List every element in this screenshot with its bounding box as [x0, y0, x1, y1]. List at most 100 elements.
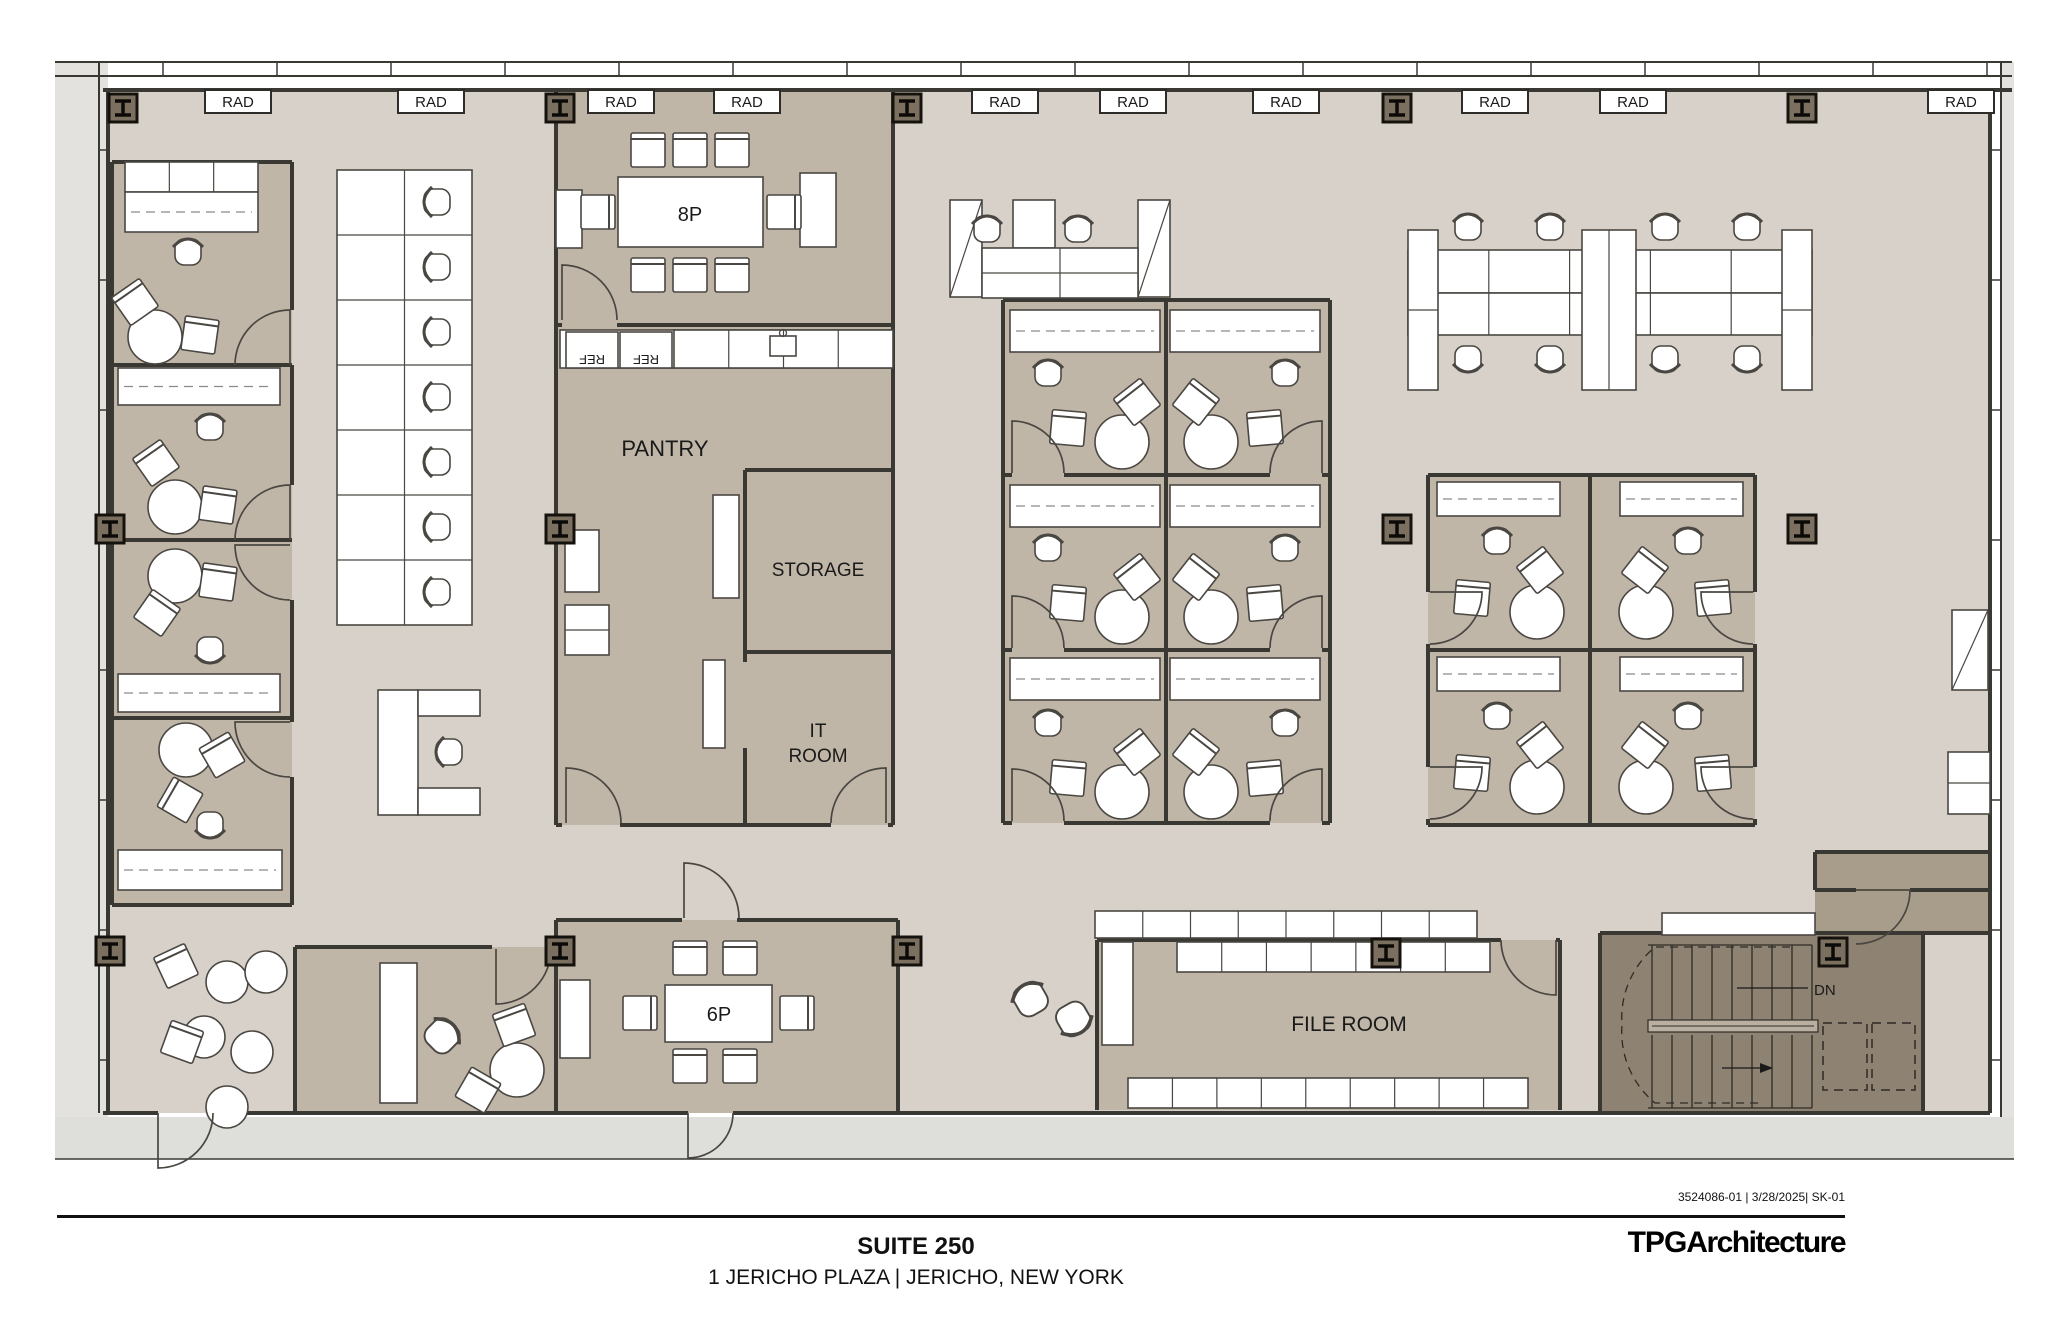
furniture-rect	[559, 979, 591, 1059]
square-chair	[1245, 408, 1285, 448]
chair-seat	[1048, 758, 1088, 798]
chair-seat	[1172, 553, 1220, 601]
square-chair	[766, 194, 802, 230]
chair-seat	[1245, 408, 1285, 448]
ibeam-glyph	[1794, 520, 1810, 538]
region-room-it	[745, 652, 893, 825]
chair-seat	[766, 194, 802, 230]
chair-seat	[491, 1002, 537, 1048]
chair-back	[433, 1017, 461, 1045]
task-chair	[1061, 214, 1095, 243]
task-chair	[1031, 533, 1065, 562]
door-swing	[1855, 889, 1911, 945]
chair-back	[1671, 526, 1705, 538]
task-chair	[1268, 358, 1302, 387]
rad-label: RAD	[731, 94, 763, 111]
chair-back	[201, 736, 232, 755]
furniture-rect	[1436, 481, 1561, 517]
task-chair	[422, 315, 451, 349]
stair-arrow-head	[1760, 1063, 1773, 1073]
label-ref: REF	[579, 352, 605, 367]
cabinet-diagonal	[1951, 609, 1989, 691]
chair-back	[193, 412, 227, 424]
door-swing	[234, 484, 291, 541]
rad-box	[713, 89, 781, 114]
chair-back	[422, 315, 434, 349]
square-chair	[111, 278, 159, 326]
stair-walk-line	[1621, 946, 1790, 1104]
lounge-pouf	[230, 1030, 274, 1074]
region-vestibule	[1815, 852, 1990, 933]
sheet-info: 3524086-01 | 3/28/2025| SK-01	[1677, 1190, 1845, 1204]
task-chair	[970, 214, 1004, 243]
square-chair	[159, 1019, 205, 1065]
square-chair	[1172, 378, 1220, 426]
chair-back	[193, 828, 227, 840]
furniture	[111, 132, 1991, 1129]
door-swing	[561, 264, 618, 321]
rad-box	[397, 89, 465, 114]
chair-back	[422, 380, 434, 414]
ibeam-glyph	[1378, 944, 1394, 962]
furniture-rect	[1127, 1077, 1529, 1109]
ibeam-glyph	[102, 520, 118, 538]
door-swing	[234, 309, 291, 366]
chair-seat	[1113, 378, 1161, 426]
square-chair	[133, 589, 181, 637]
round-table	[489, 1042, 545, 1098]
chair-back	[1060, 1014, 1094, 1037]
dashed-future-rect	[1822, 1022, 1868, 1091]
square-chair	[1621, 546, 1669, 594]
chair-back	[1648, 212, 1682, 224]
ibeam-glyph	[1794, 99, 1810, 117]
column-marker-icon	[544, 935, 576, 967]
label-6p: 6P	[707, 1004, 731, 1026]
chair-seat	[111, 278, 159, 326]
door-swing	[830, 767, 887, 824]
rad-label: RAD	[605, 94, 637, 111]
column-marker-icon	[1786, 92, 1818, 124]
task-chair	[423, 1017, 461, 1055]
square-chair	[1621, 721, 1669, 769]
door-swing	[1429, 591, 1483, 645]
cabinet-diagonal	[949, 199, 983, 298]
furniture-rect	[1012, 199, 1056, 249]
chair-back	[1695, 759, 1730, 765]
chair-back	[970, 214, 1004, 226]
cabinet-diagonal	[1137, 199, 1171, 298]
label-dn: DN	[1814, 982, 1836, 999]
furniture-rect	[769, 335, 797, 357]
task-chair	[422, 575, 451, 609]
chair-back	[1671, 701, 1705, 713]
round-table	[1183, 414, 1239, 470]
round-table	[1094, 589, 1150, 645]
chair-back	[1480, 701, 1514, 713]
furniture-rect	[565, 331, 619, 369]
columns	[94, 92, 1849, 969]
chair-seat	[714, 132, 750, 168]
chair-back	[148, 593, 178, 615]
rad-box	[587, 89, 655, 114]
square-chair	[491, 1002, 537, 1048]
rad-label: RAD	[222, 94, 254, 111]
label-it: IT	[810, 721, 827, 742]
lounge-pouf	[205, 960, 249, 1004]
task-chair	[1451, 212, 1485, 241]
furniture-rect	[1661, 912, 1816, 936]
furniture-rect	[619, 331, 673, 369]
chair-back	[1188, 557, 1217, 580]
ibeam-glyph	[1389, 520, 1405, 538]
door-swing	[565, 767, 622, 824]
task-chair	[422, 510, 451, 544]
chair-back	[1451, 362, 1485, 374]
chair-seat	[1452, 578, 1492, 618]
door-swing	[1429, 766, 1483, 820]
square-chair	[180, 315, 220, 355]
chair-back	[1730, 212, 1764, 224]
chair-back	[1637, 725, 1666, 748]
furniture-rect	[555, 189, 583, 249]
logo-tpg: TPG	[1627, 1226, 1688, 1259]
task-chair	[1268, 708, 1302, 737]
column-marker-icon	[1370, 937, 1402, 969]
